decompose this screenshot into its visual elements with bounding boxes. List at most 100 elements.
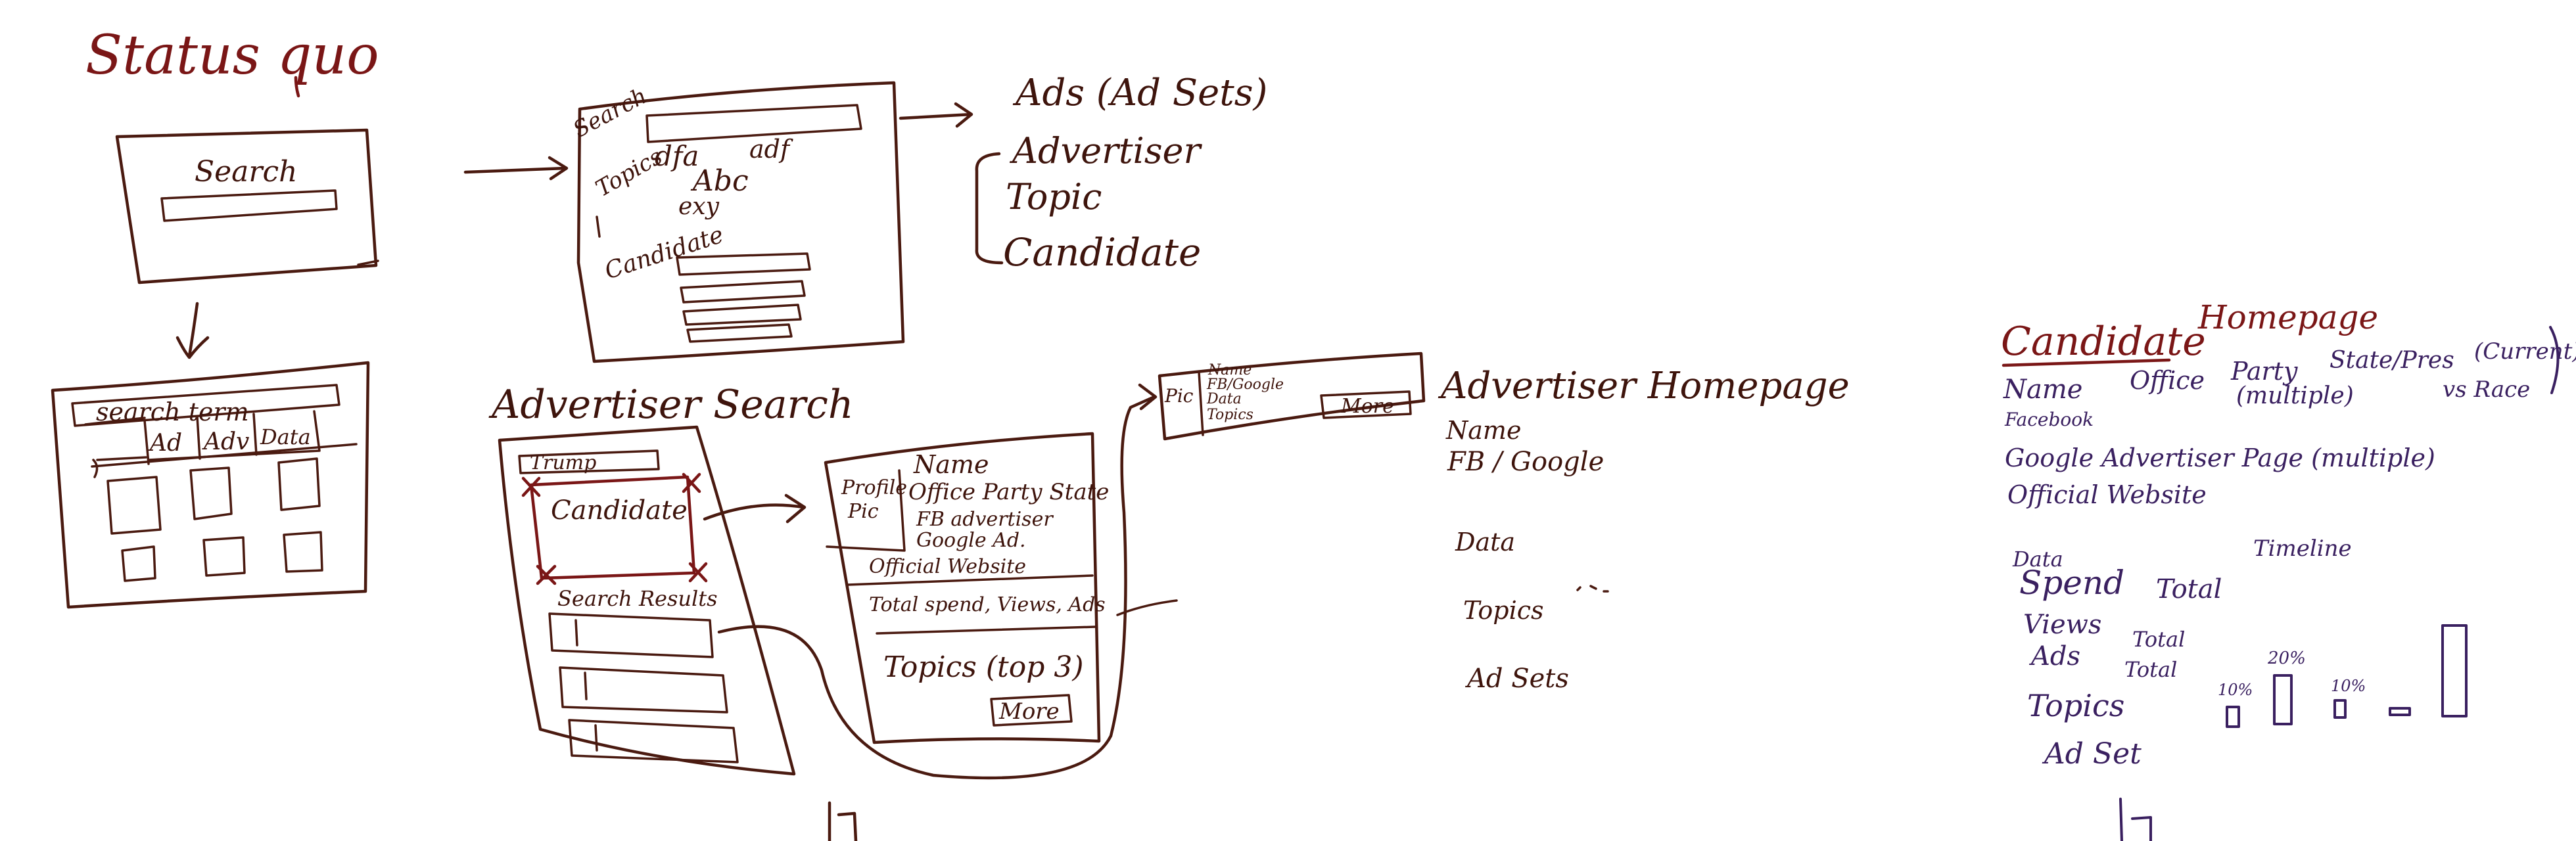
ch-bar	[2389, 707, 2411, 716]
search-outcomes: Ads (Ad Sets) Advertiser Topic Candidate	[975, 72, 1267, 275]
ch-spend-total: Total	[2156, 574, 2222, 604]
profile-pic-label: Profile	[841, 476, 907, 499]
advertiser-card-line: Data	[1206, 391, 1242, 407]
advertiser-query: Trump	[530, 451, 596, 474]
result-tile	[106, 476, 162, 535]
advertiser-homepage-item: Ad Sets	[1464, 664, 1569, 694]
candidate-more-label: More	[998, 698, 1060, 725]
search-page-sketch: Search Topics dfa adf Abc exy Candidate	[569, 81, 905, 363]
ch-views: Views	[2023, 610, 2101, 640]
candidate-card: Profile Pic Name Office Party State FB a…	[824, 432, 1109, 744]
advertiser-card-line: Name	[1207, 362, 1252, 378]
search-page-search-label: Search	[569, 83, 651, 143]
candidate-card-frame	[824, 432, 1101, 744]
tray-mark	[828, 801, 858, 841]
topic-word: dfa	[655, 140, 699, 172]
advertiser-homepage: Advertiser Homepage Name FB / Google Dat…	[1116, 365, 1850, 694]
candidate-homepage-title-b: Homepage	[2197, 298, 2378, 336]
search-result-row	[559, 666, 728, 714]
ch-name: Name	[2003, 375, 2082, 405]
candidate-totals: Total spend, Views, Ads	[869, 593, 1106, 616]
topic-word: Abc	[690, 164, 749, 198]
advertiser-candidate-label: Candidate	[551, 495, 688, 526]
outcomes-bracket	[975, 152, 1004, 265]
connector-loop	[717, 383, 1158, 780]
topic-word: exy	[678, 193, 720, 220]
advertiser-card-pic: Pic	[1164, 385, 1194, 407]
candidate-name: Name	[913, 450, 989, 479]
advertiser-card-line: Topics	[1207, 407, 1253, 423]
status-quo-search-label: Search	[195, 155, 297, 189]
ch-ads-total: Total	[2124, 657, 2177, 682]
candidate-official-website: Official Website	[869, 555, 1026, 578]
search-term-input	[71, 384, 340, 427]
search-page-input	[645, 104, 862, 143]
ch-vs-race: vs Race	[2443, 376, 2530, 403]
arrow-down	[176, 302, 210, 359]
advertiser-homepage-item: FB / Google	[1447, 447, 1604, 477]
ch-views-total: Total	[2132, 627, 2185, 652]
ch-bar	[2333, 699, 2347, 719]
ch-topics: Topics	[2027, 688, 2124, 723]
candidate-office-line: Office Party State	[908, 479, 1109, 505]
advertiser-card: Pic Name FB/Google Data Topics More	[1158, 352, 1426, 441]
outcomes-header: Ads (Ad Sets)	[1012, 72, 1267, 114]
candidate-homepage: Candidate Homepage Name Office Party Sta…	[2001, 298, 2576, 771]
search-result-row	[568, 719, 739, 763]
search-results-label: Search Results	[557, 586, 718, 611]
tray-mark	[2119, 798, 2152, 841]
candidate-fb-advertiser: FB advertiser	[916, 508, 1054, 531]
result-tile	[202, 536, 246, 577]
ch-timeline: Timeline	[2253, 535, 2352, 562]
ch-bar	[2273, 674, 2293, 725]
ch-data: Data	[2012, 547, 2063, 572]
tab-ad: Ad	[148, 430, 182, 457]
ch-facebook: Facebook	[2004, 409, 2094, 430]
advertiser-card-line: FB/Google	[1206, 376, 1284, 393]
arrow-right	[463, 156, 569, 181]
ch-bar	[2226, 706, 2240, 728]
advertiser-search-section: Advertiser Search Trump Candidate Search…	[488, 382, 854, 776]
advertiser-homepage-item: Name	[1445, 416, 1521, 445]
ch-google-line: Google Advertiser Page (multiple)	[2005, 443, 2435, 472]
tab-adv: Adv	[202, 428, 249, 455]
outcome-topic: Topic	[1006, 176, 1102, 217]
status-quo-results-frame	[51, 361, 370, 609]
outcome-candidate: Candidate	[1003, 230, 1201, 275]
advertiser-homepage-item: Data	[1455, 528, 1515, 557]
ch-ads: Ads	[2028, 641, 2080, 671]
search-page-frame	[576, 81, 905, 363]
result-tile	[277, 457, 321, 511]
ch-official-website: Official Website	[2007, 480, 2207, 509]
arrow-right	[703, 493, 807, 524]
arrow-right	[899, 102, 973, 128]
result-tile	[189, 466, 233, 520]
advertiser-homepage-item: Topics	[1463, 596, 1544, 625]
profile-pic-box	[826, 469, 906, 552]
ch-spend: Spend	[2019, 564, 2124, 602]
advertiser-more-label: More	[1340, 395, 1394, 418]
advertiser-search-frame	[498, 425, 796, 776]
ch-state-pres: State/Pres	[2330, 347, 2454, 374]
topic-word: adf	[749, 135, 793, 164]
search-term-label: search term	[96, 398, 249, 426]
advertiser-card-frame	[1158, 352, 1426, 441]
ch-multiple: (multiple)	[2236, 382, 2354, 409]
result-tile	[121, 545, 156, 582]
status-quo-search-frame	[115, 128, 378, 284]
advertiser-homepage-title: Advertiser Homepage	[1438, 365, 1850, 407]
advertiser-more-button	[1320, 390, 1412, 419]
candidate-google-ad: Google Ad.	[916, 529, 1026, 552]
advertiser-search-title: Advertiser Search	[488, 382, 854, 428]
ch-party: Party	[2230, 357, 2298, 386]
ch-current: (Current)	[2474, 338, 2576, 365]
candidate-topics: Topics (top 3)	[883, 650, 1084, 684]
status-quo-title: Status quo	[85, 24, 379, 87]
ch-percent: 20%	[2267, 648, 2306, 668]
candidate-preview-box	[529, 475, 696, 580]
outcome-advertiser: Advertiser	[1009, 130, 1202, 171]
status-quo-search-input	[160, 189, 338, 222]
search-result-row	[548, 612, 714, 658]
candidate-homepage-title-a: Candidate	[2001, 319, 2206, 365]
